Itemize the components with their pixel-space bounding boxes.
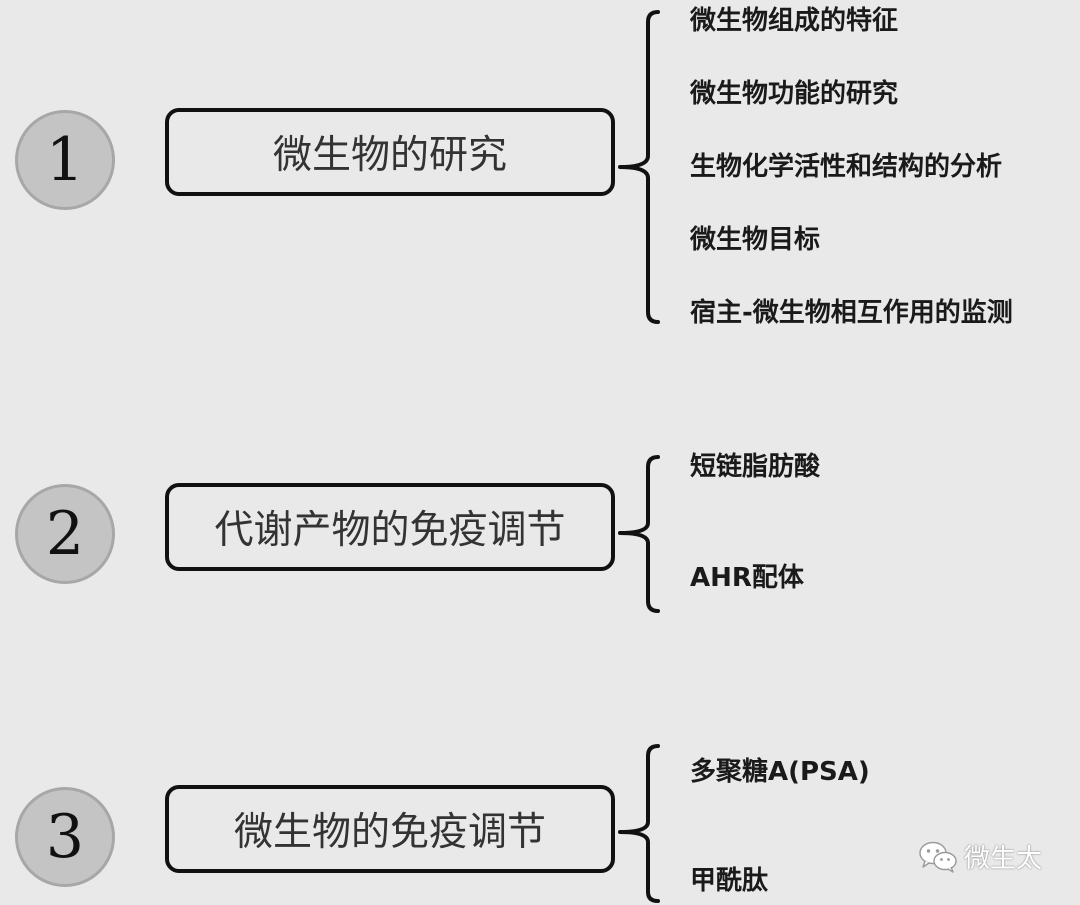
section-2-number-circle: 2 [15,484,115,584]
section-1-item-1: 微生物组成的特征 [690,6,899,36]
section-1-item-3: 生物化学活性和结构的分析 [690,152,1003,182]
section-3-item-2: 甲酰肽 [690,866,769,896]
section-1-number-circle: 1 [15,110,115,210]
section-2-topic-box: 代谢产物的免疫调节 [165,483,615,571]
section-2-item-2: AHR配体 [690,563,804,593]
section-3-item-1: 多聚糖A(PSA) [690,757,870,787]
wechat-icon [919,841,957,873]
section-1-item-2: 微生物功能的研究 [690,79,899,109]
watermark-text: 微生太 [964,844,1043,874]
watermark: 微生太 [918,838,1042,875]
section-1-item-4: 微生物目标 [690,225,821,255]
section-2-bracket [618,455,660,613]
section-2-item-1: 短链脂肪酸 [690,452,821,482]
section-1-item-5: 宿主-微生物相互作用的监测 [690,298,1013,328]
section-3-bracket [618,744,660,903]
section-1-topic-box: 微生物的研究 [165,108,615,196]
section-3-number-circle: 3 [15,787,115,887]
section-1-bracket [618,10,660,324]
section-3-topic-box: 微生物的免疫调节 [165,785,615,873]
